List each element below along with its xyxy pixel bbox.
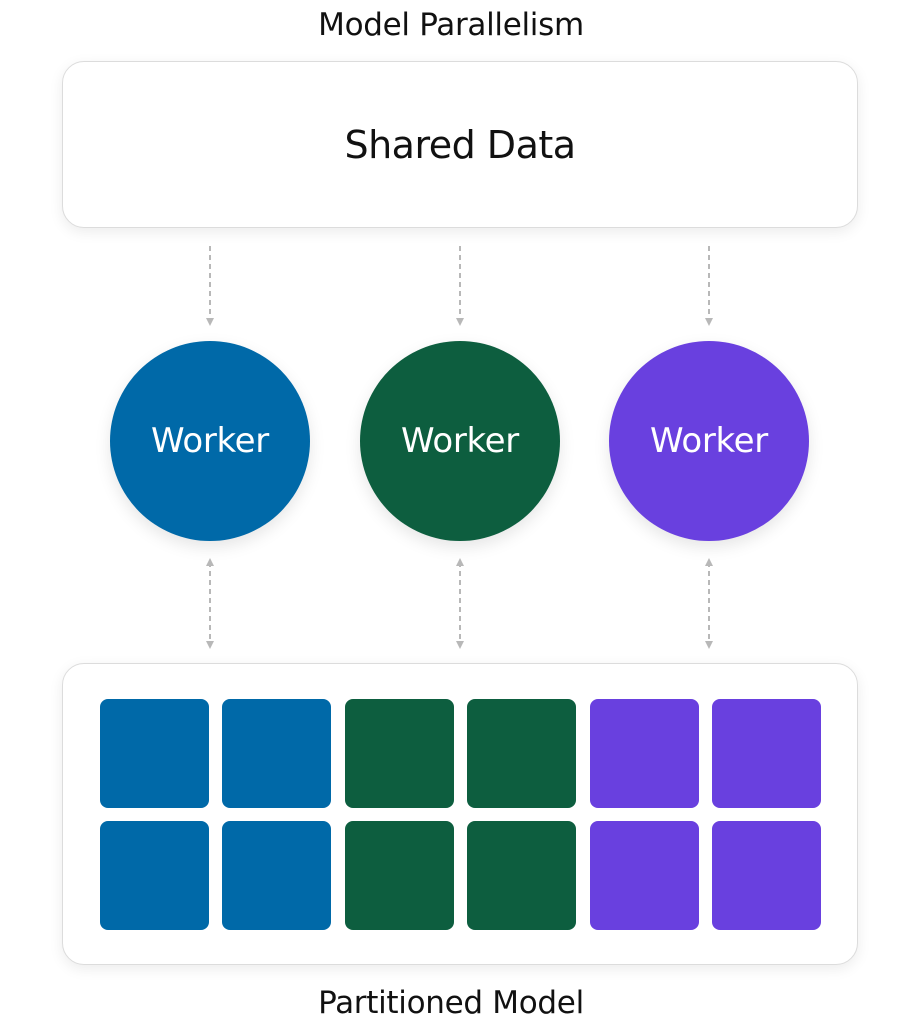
diagram-title: Model Parallelism xyxy=(318,7,584,43)
model-partition-block-r1-c5 xyxy=(590,699,699,808)
partitioned-model-box xyxy=(62,663,858,965)
model-partition-block-r1-c6 xyxy=(712,699,821,808)
model-partition-block-r2-c6 xyxy=(712,821,821,930)
model-partition-block-r1-c1 xyxy=(100,699,209,808)
model-partition-block-r2-c3 xyxy=(345,821,454,930)
model-partition-block-r2-c2 xyxy=(222,821,331,930)
model-partition-block-r2-c1 xyxy=(100,821,209,930)
partitioned-model-label: Partitioned Model xyxy=(318,985,584,1021)
worker-node-3: Worker xyxy=(609,341,809,541)
worker-node-1: Worker xyxy=(110,341,310,541)
worker-node-2: Worker xyxy=(360,341,560,541)
model-partition-block-r1-c4 xyxy=(467,699,576,808)
model-partition-block-r2-c5 xyxy=(590,821,699,930)
shared-data-label: Shared Data xyxy=(344,122,576,167)
model-partition-block-r2-c4 xyxy=(467,821,576,930)
model-partition-block-r1-c2 xyxy=(222,699,331,808)
worker-label: Worker xyxy=(401,421,519,461)
worker-label: Worker xyxy=(151,421,269,461)
model-partition-block-r1-c3 xyxy=(345,699,454,808)
shared-data-box: Shared Data xyxy=(62,61,858,228)
worker-label: Worker xyxy=(650,421,768,461)
